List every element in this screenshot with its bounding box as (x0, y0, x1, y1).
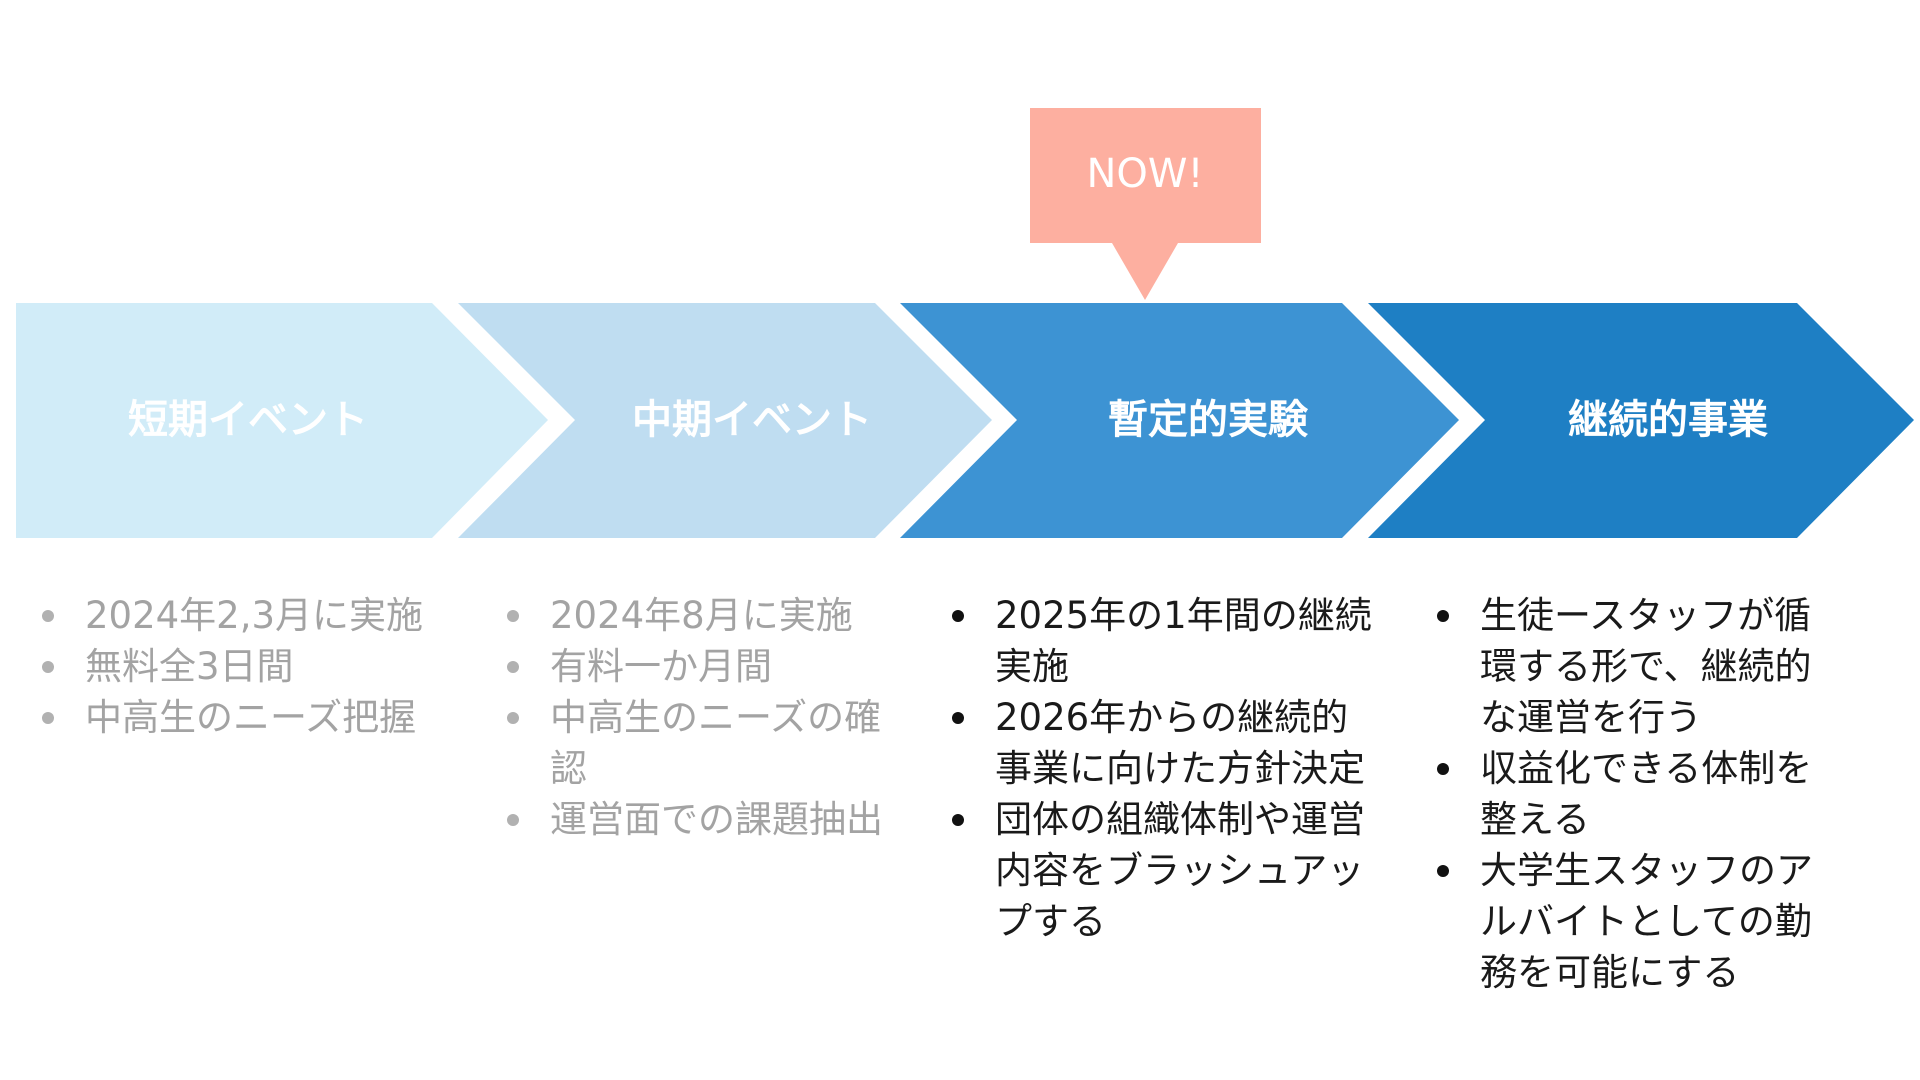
stage-label-mid-term-event: 中期イベント (632, 397, 872, 443)
detail-list-item: 2026年からの継続的事業に向けた方針決定 (950, 692, 1380, 794)
detail-text: 無料全3日間 (85, 645, 294, 688)
bullet-dot-icon (507, 610, 519, 622)
stage-arrow-provisional-experiment (900, 303, 1459, 538)
stage-label-ongoing-business: 継続的事業 (1568, 397, 1768, 443)
detail-list-item: 2025年の1年間の継続実施 (950, 590, 1380, 692)
stage-arrow-mid-term-event (458, 303, 992, 538)
detail-text: 大学生スタッフのアルバイトとしての勤務を可能にする (1480, 849, 1813, 994)
now-marker-label: NOW! (1087, 151, 1204, 197)
detail-text: 2025年の1年間の継続実施 (995, 594, 1372, 688)
bullet-dot-icon (1437, 610, 1449, 622)
detail-list-item: 運営面での課題抽出 (505, 794, 905, 845)
stage-label-provisional-experiment: 暫定的実験 (1108, 397, 1309, 443)
stage-details-ongoing-business: 生徒ースタッフが循環する形で、継続的な運営を行う収益化できる体制を整える大学生ス… (1435, 590, 1835, 998)
stage-details-short-term-event: 2024年2,3月に実施無料全3日間中高生のニーズ把握 (40, 590, 440, 743)
bullet-dot-icon (42, 661, 54, 673)
stage-details-mid-term-event: 2024年8月に実施有料一か月間中高生のニーズの確認運営面での課題抽出 (505, 590, 905, 845)
bullet-dot-icon (952, 814, 964, 826)
bullet-dot-icon (952, 712, 964, 724)
detail-text: 中高生のニーズ把握 (85, 696, 417, 739)
bullet-dot-icon (507, 814, 519, 826)
detail-list-item: 2024年2,3月に実施 (40, 590, 440, 641)
bullet-dot-icon (507, 661, 519, 673)
detail-list-item: 有料一か月間 (505, 641, 905, 692)
bullet-dot-icon (42, 610, 54, 622)
stage-arrow-short-term-event (16, 303, 548, 538)
detail-text: 生徒ースタッフが循環する形で、継続的な運営を行う (1480, 594, 1812, 739)
detail-text: 2024年8月に実施 (550, 594, 853, 637)
stage-arrow-ongoing-business (1368, 303, 1914, 538)
detail-list-item: 無料全3日間 (40, 641, 440, 692)
bullet-dot-icon (42, 712, 54, 724)
detail-text: 収益化できる体制を整える (1480, 747, 1813, 841)
detail-list-item: 団体の組織体制や運営内容をブラッシュアップする (950, 794, 1380, 947)
detail-text: 2026年からの継続的事業に向けた方針決定 (995, 696, 1365, 790)
detail-list-item: 生徒ースタッフが循環する形で、継続的な運営を行う (1435, 590, 1835, 743)
detail-list-item: 収益化できる体制を整える (1435, 743, 1835, 845)
detail-text: 2024年2,3月に実施 (85, 594, 424, 637)
bullet-dot-icon (507, 712, 519, 724)
detail-list-item: 大学生スタッフのアルバイトとしての勤務を可能にする (1435, 845, 1835, 998)
detail-list-item: 中高生のニーズの確認 (505, 692, 905, 794)
detail-text: 有料一か月間 (550, 645, 772, 688)
stage-label-short-term-event: 短期イベント (128, 397, 368, 443)
detail-text: 団体の組織体制や運営内容をブラッシュアップする (995, 798, 1365, 943)
bullet-dot-icon (952, 610, 964, 622)
bullet-dot-icon (1437, 763, 1449, 775)
detail-list-item: 2024年8月に実施 (505, 590, 905, 641)
detail-text: 中高生のニーズの確認 (550, 696, 882, 790)
detail-text: 運営面での課題抽出 (550, 798, 883, 841)
detail-list-item: 中高生のニーズ把握 (40, 692, 440, 743)
now-marker-callout (1030, 108, 1261, 300)
bullet-dot-icon (1437, 865, 1449, 877)
